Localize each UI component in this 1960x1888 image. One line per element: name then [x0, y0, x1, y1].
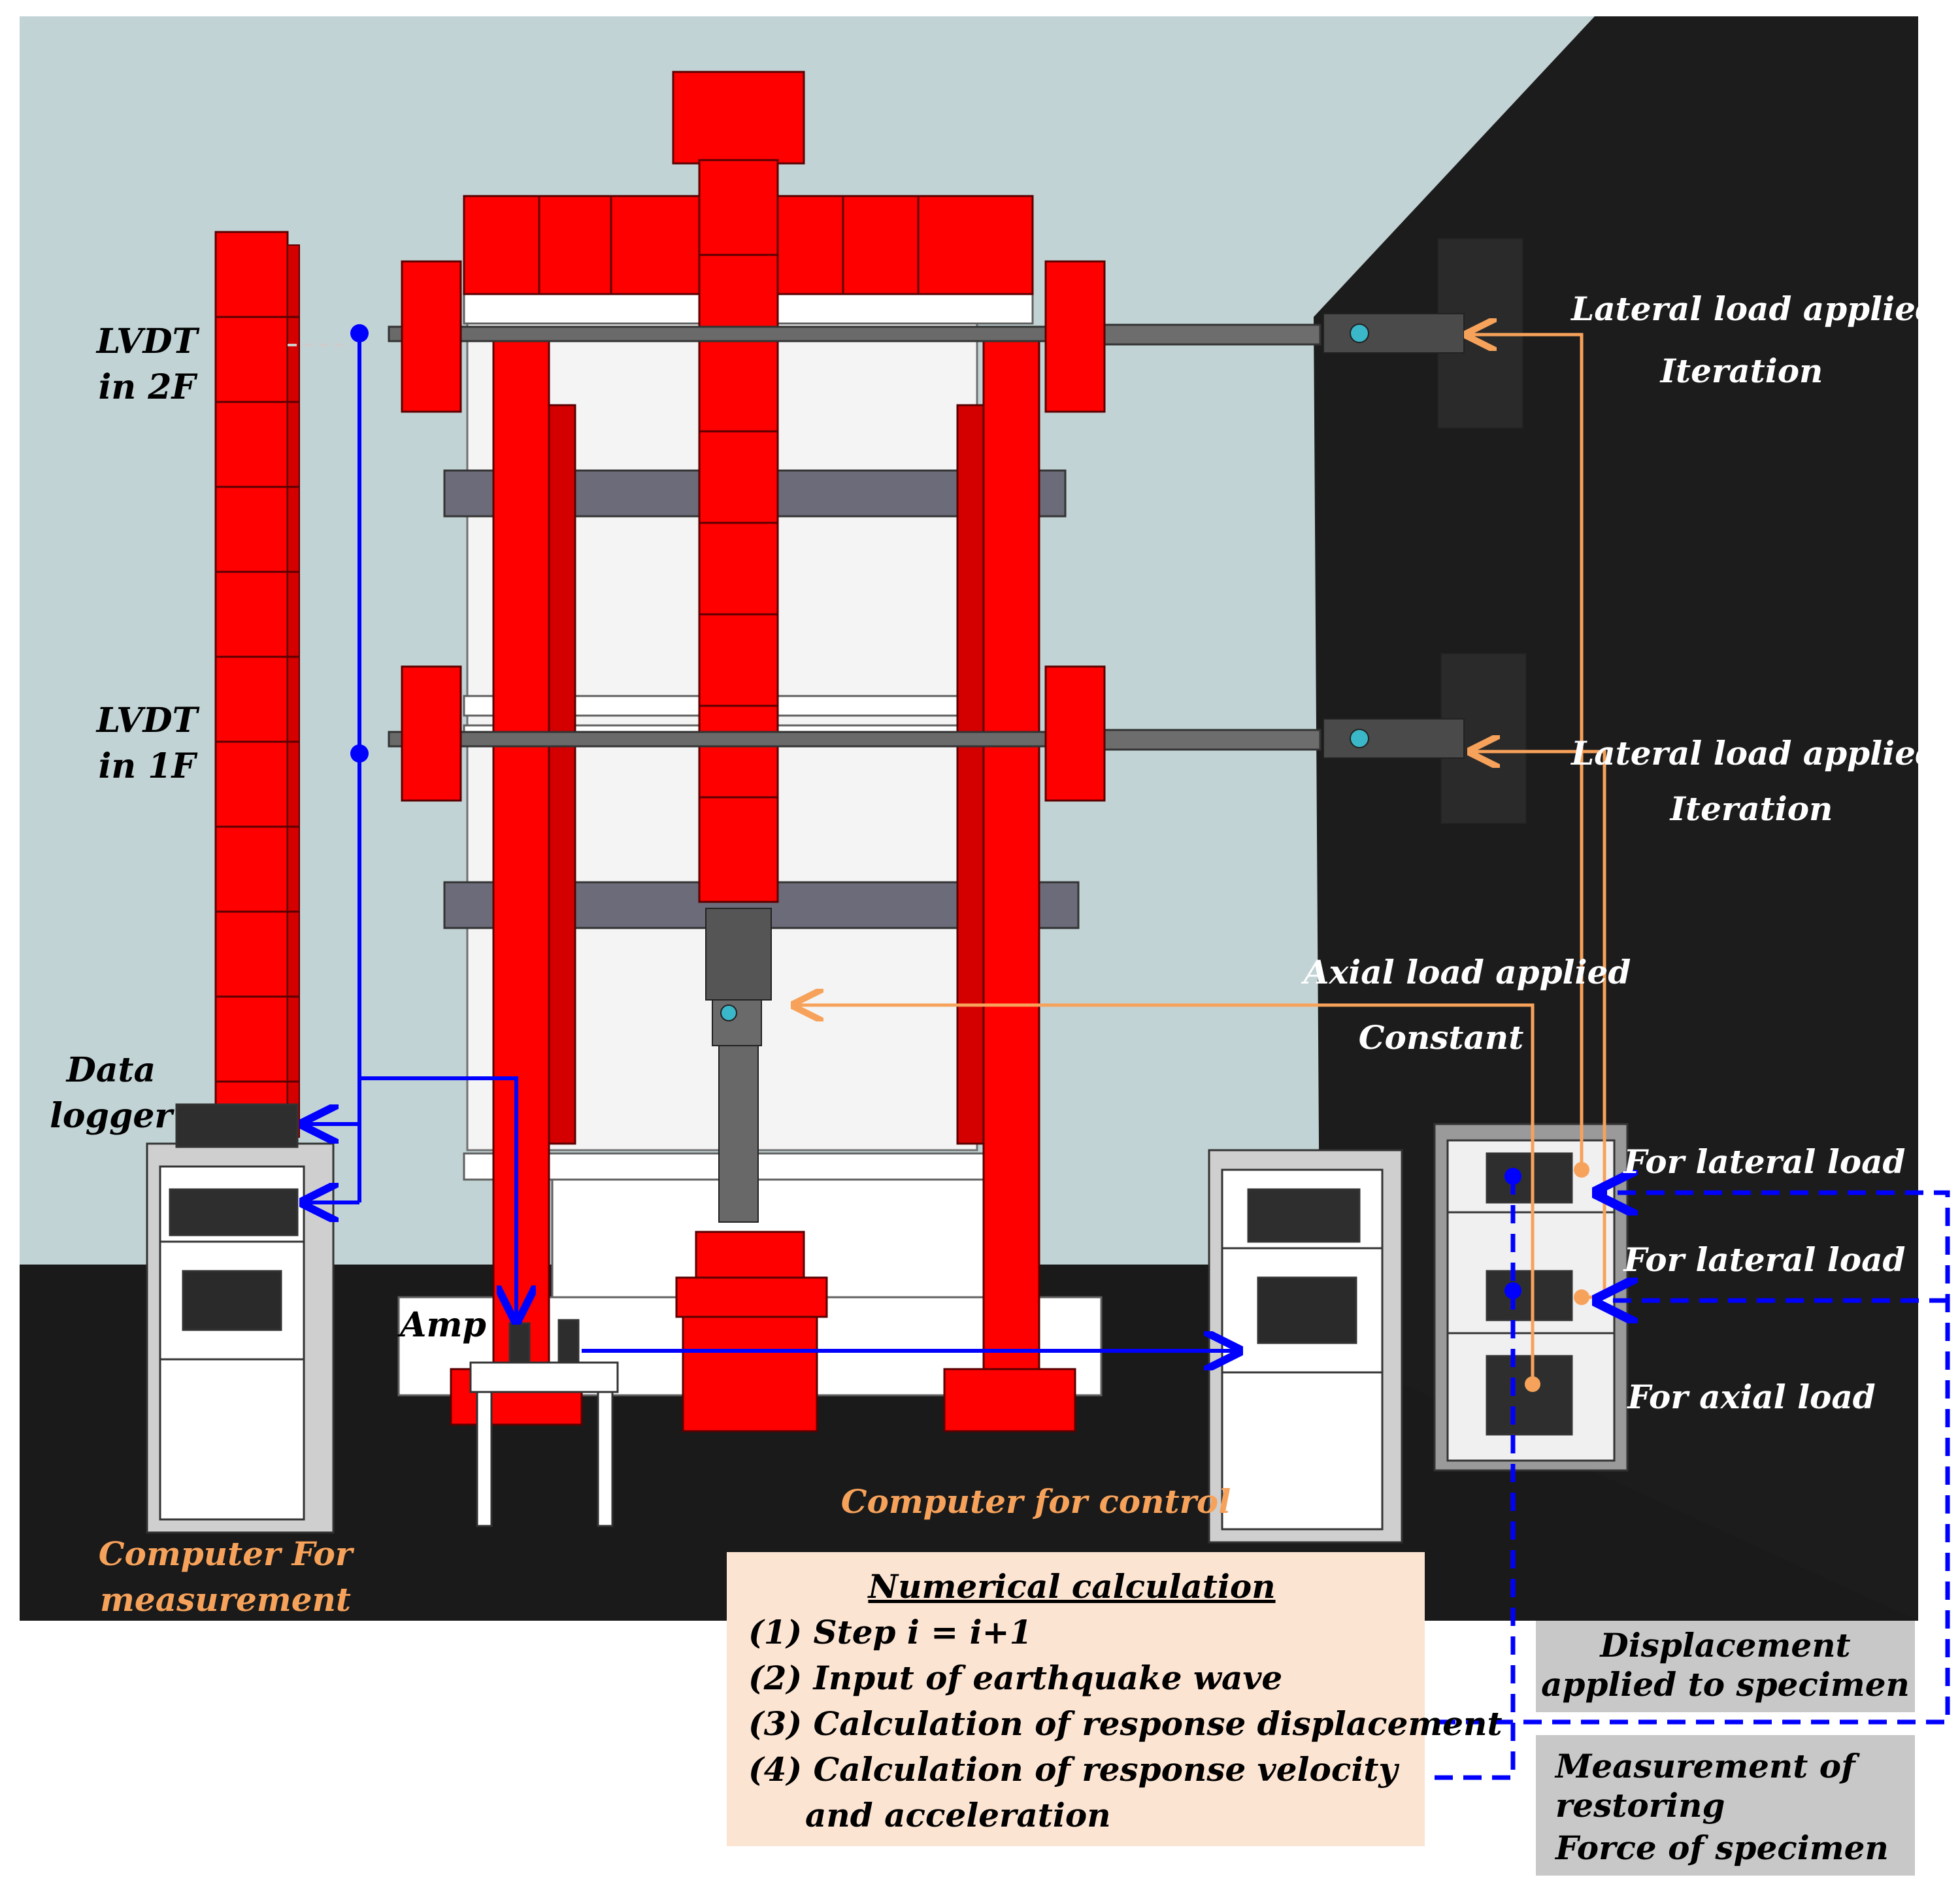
computer-measurement-label-line2: measurement [100, 1580, 351, 1619]
computer-control-label: Computer for control [841, 1482, 1231, 1521]
displacement-note-box [1536, 1621, 1915, 1712]
amp-table [469, 1319, 619, 1527]
calc-title: Numerical calculation [867, 1567, 1275, 1606]
loading-frame-top [463, 71, 1034, 903]
restoring-force-note-box [1536, 1735, 1915, 1876]
displacement-note: Displacement [1599, 1626, 1850, 1664]
floor-brackets [401, 260, 1106, 802]
calc-step-4: (4) Calculation of response velocity [748, 1750, 1399, 1789]
lateral-bottom-label: Lateral load applied [1570, 734, 1938, 772]
axial-actuator [705, 908, 772, 1223]
lvdt-2f-label-floor: in 2F [99, 367, 198, 407]
lvdt-2f-label: LVDT [95, 322, 200, 361]
measurement-monitor [182, 1270, 282, 1331]
restoring-force-note-line3: Force of specimen [1554, 1829, 1889, 1867]
lvdt-2f-sensor-point [350, 324, 369, 342]
displacement-note-line2: applied to specimen [1541, 1665, 1910, 1704]
controller-lateral-label-1: For lateral load [1622, 1142, 1905, 1181]
base-pedestal [675, 1231, 828, 1433]
data-logger-label-line2: logger [50, 1096, 174, 1136]
computer-measurement-label: Computer For [99, 1534, 355, 1573]
lvdt-1f-sensor-point [350, 744, 369, 763]
lateral-top-label: Lateral load applied [1570, 290, 1938, 328]
calc-step-1: (1) Step i = i+1 [748, 1613, 1032, 1651]
calc-step-4-line2: and acceleration [805, 1796, 1111, 1834]
numerical-calculation-box [727, 1552, 1425, 1846]
control-computer-rack [1208, 1149, 1403, 1544]
controller-unit-axial [1486, 1355, 1573, 1436]
control-monitor [1257, 1276, 1357, 1344]
measurement-computer-rack [146, 1103, 335, 1534]
lateral-top-label-iteration: Iteration [1659, 352, 1823, 390]
controller-unit-lateral-1 [1486, 1152, 1573, 1204]
data-logger-unit [175, 1103, 299, 1148]
axial-load-label-constant: Constant [1359, 1018, 1524, 1057]
measurement-signal-lines [307, 333, 1235, 1351]
calc-step-2: (2) Input of earthquake wave [748, 1659, 1282, 1697]
load-line-nodes [1525, 1162, 1589, 1392]
lateral-bottom-label-iteration: Iteration [1669, 789, 1833, 828]
controller-axial-label: For axial load [1626, 1378, 1876, 1416]
amplifier-unit-1 [508, 1322, 531, 1364]
restoring-force-note: Measurement of [1554, 1747, 1860, 1785]
data-logger-label: Data [65, 1050, 156, 1090]
controller-lateral-label-2: For lateral load [1622, 1240, 1905, 1279]
controller-unit-lateral-2 [1486, 1270, 1573, 1321]
lvdt-reference-tower [214, 231, 300, 1138]
axial-load-label: Axial load applied [1301, 953, 1631, 991]
lvdt-1f-label-floor: in 1F [99, 746, 198, 786]
restoring-force-note-line2: restoring [1555, 1786, 1725, 1825]
lvdt-1f-label: LVDT [95, 701, 200, 740]
amp-label: Amp [397, 1305, 486, 1345]
amplifier-unit-2 [557, 1319, 580, 1364]
calc-step-3: (3) Calculation of response displacement [748, 1704, 1503, 1743]
lateral-rods [388, 323, 1321, 751]
